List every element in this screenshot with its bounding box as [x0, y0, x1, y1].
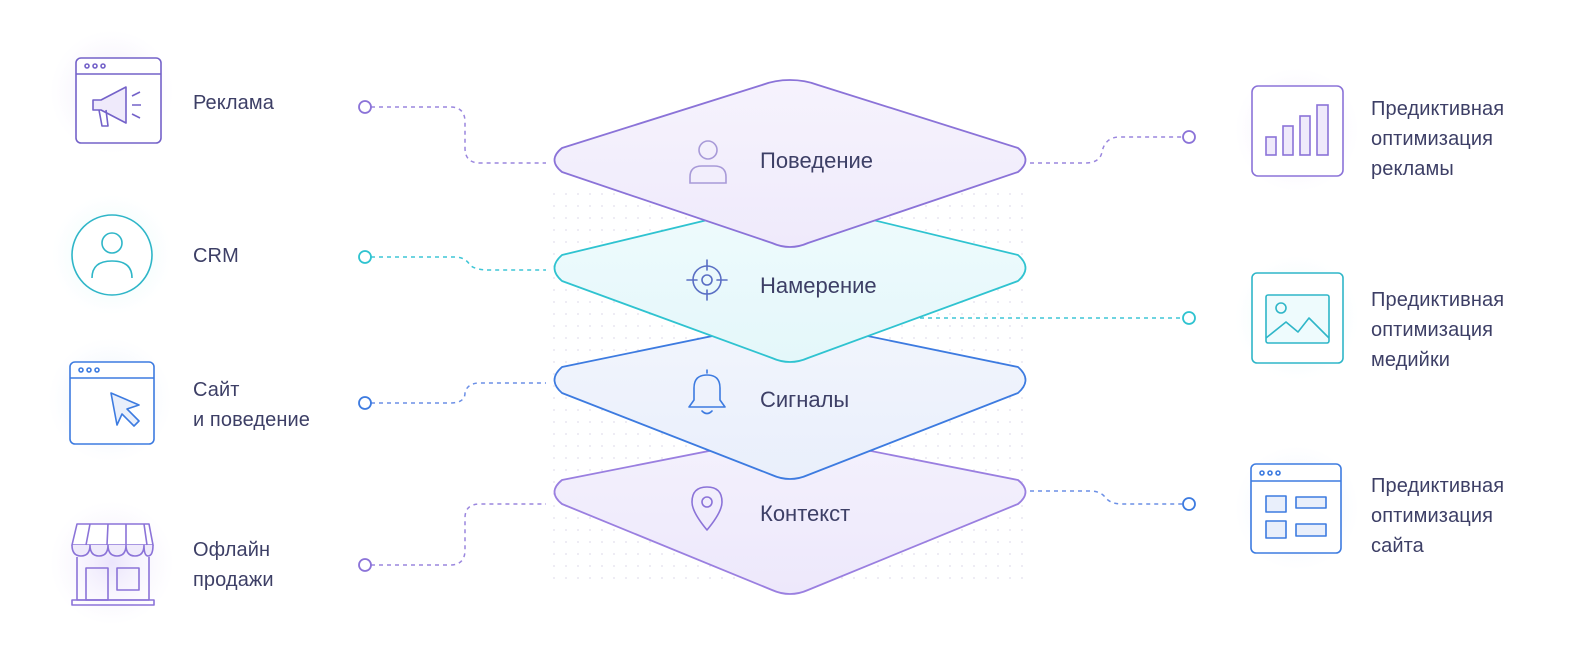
connector-endpoints	[358, 100, 1196, 572]
layer-label-signals: Сигналы	[760, 387, 850, 412]
source-label-crm: CRM	[193, 241, 239, 271]
connector-ad-opt	[1030, 136, 1183, 164]
endpoint-media-opt	[1182, 311, 1196, 325]
connectors	[371, 106, 1183, 566]
layer-context	[553, 434, 1027, 595]
location-pin-icon	[691, 486, 723, 531]
source-label-site-line-2: и поведение	[193, 409, 310, 431]
endpoint-site	[358, 396, 372, 410]
output-label-ad-opt-line-1: Предиктивная	[1371, 98, 1505, 120]
user-circle-icon	[71, 214, 153, 296]
endpoint-ads	[358, 100, 372, 114]
layer-label-behavior: Поведение	[760, 148, 873, 173]
source-label-crm-line: CRM	[193, 245, 239, 267]
output-label-site-opt-line-2: оптимизация	[1371, 505, 1494, 527]
source-label-offline: Офлайн продажи	[193, 535, 274, 595]
output-label-site-opt-line-1: Предиктивная	[1371, 475, 1505, 497]
megaphone-browser-icon	[75, 57, 162, 144]
output-label-ad-opt: Предиктивная оптимизация рекламы	[1371, 94, 1504, 184]
connector-offline	[371, 503, 546, 566]
layer-behavior	[553, 79, 1027, 248]
person-icon	[689, 140, 727, 184]
connector-ads	[371, 106, 546, 164]
source-label-ads: Реклама	[193, 88, 274, 118]
output-label-site-opt: Предиктивная оптимизация сайта	[1371, 471, 1504, 561]
target-icon	[686, 259, 728, 301]
cursor-browser-icon	[69, 361, 155, 445]
source-label-offline-line-2: продажи	[193, 569, 274, 591]
endpoint-offline	[358, 558, 372, 572]
source-label-site: Сайт и поведение	[193, 375, 310, 435]
connector-site	[371, 382, 546, 404]
layer-label-intent: Намерение	[760, 273, 877, 298]
source-label-ads-line: Реклама	[193, 92, 274, 114]
endpoint-ad-opt	[1182, 130, 1196, 144]
output-label-ad-opt-line-3: рекламы	[1371, 158, 1454, 180]
connector-crm	[371, 256, 546, 271]
image-icon	[1251, 272, 1344, 364]
output-label-media-opt-line-1: Предиктивная	[1371, 289, 1505, 311]
output-label-media-opt: Предиктивная оптимизация медийки	[1371, 285, 1504, 375]
layer-label-context: Контекст	[760, 501, 851, 526]
glow-offline	[50, 501, 174, 625]
bell-icon	[688, 369, 726, 415]
storefront-icon	[71, 523, 155, 606]
source-label-site-line-1: Сайт	[193, 379, 240, 401]
layer-intent	[553, 199, 1027, 363]
connector-site-opt	[1030, 490, 1183, 505]
endpoint-site-opt	[1182, 497, 1196, 511]
bar-chart-icon	[1251, 85, 1344, 177]
output-label-media-opt-line-3: медийки	[1371, 349, 1451, 371]
source-label-offline-line-1: Офлайн	[193, 539, 271, 561]
layout-browser-icon	[1250, 463, 1342, 554]
layer-signals	[553, 319, 1027, 480]
output-label-ad-opt-line-2: оптимизация	[1371, 128, 1494, 150]
output-label-site-opt-line-3: сайта	[1371, 535, 1424, 557]
endpoint-crm	[358, 250, 372, 264]
output-label-media-opt-line-2: оптимизация	[1371, 319, 1494, 341]
